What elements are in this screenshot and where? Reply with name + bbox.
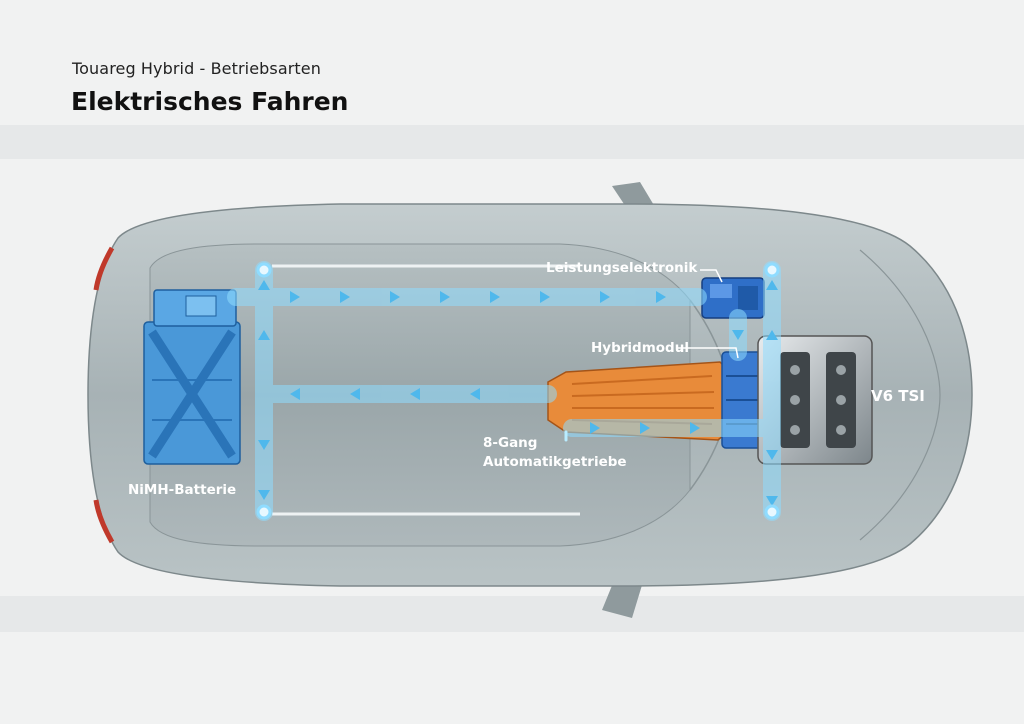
- diagram-title: Elektrisches Fahren: [71, 87, 349, 116]
- nimh-battery: [143, 289, 241, 465]
- v6-engine: [757, 335, 873, 465]
- flow-arrows: [258, 280, 778, 506]
- tail-light: [93, 499, 115, 544]
- label-leistungselektronik: Leistungselektronik: [546, 260, 698, 276]
- floor-band: [0, 596, 1024, 632]
- diagram-subtitle: Touareg Hybrid - Betriebsarten: [72, 59, 321, 78]
- tail-light: [93, 246, 115, 291]
- label-battery: NiMH-Batterie: [128, 482, 236, 498]
- leader-lines: [676, 269, 739, 359]
- label-gearbox-line2: Automatikgetriebe: [483, 454, 627, 470]
- energy-flow: [227, 261, 781, 521]
- label-engine: V6 TSI: [871, 387, 925, 405]
- label-hybridmodul: Hybridmodul: [591, 340, 689, 356]
- hood-line: [859, 249, 941, 541]
- floor-band: [0, 125, 1024, 159]
- label-gearbox-line1: 8-Gang: [483, 435, 537, 451]
- wheel-nodes: [256, 262, 780, 520]
